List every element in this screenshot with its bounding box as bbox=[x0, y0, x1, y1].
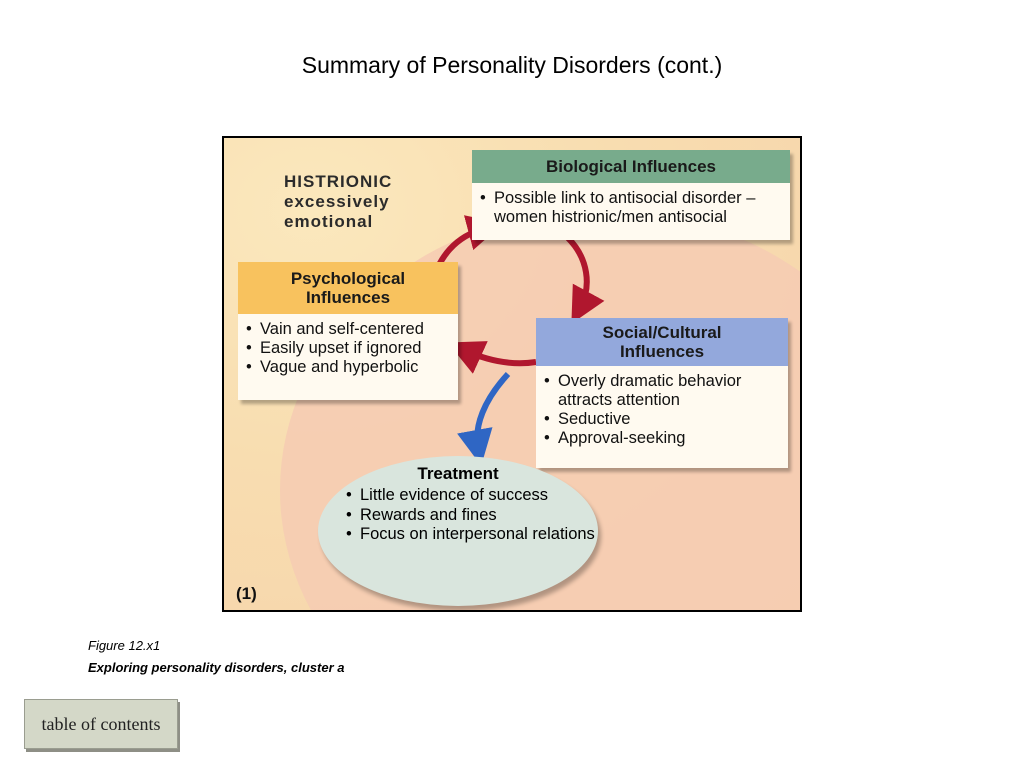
figure-title: Exploring personality disorders, cluster… bbox=[88, 660, 345, 675]
biological-item: Possible link to antisocial disorder – w… bbox=[480, 189, 784, 227]
arrow-bio-to-social bbox=[565, 235, 605, 324]
figure-label: Figure 12.x1 bbox=[88, 638, 161, 653]
disorder-label: HISTRIONIC excessively emotional bbox=[284, 172, 392, 232]
psychological-item: Vague and hyperbolic bbox=[246, 358, 452, 377]
social-header: Social/Cultural Influences bbox=[536, 318, 788, 366]
psychological-influences-box: Psychological Influences Vain and self-c… bbox=[238, 262, 458, 400]
social-item: Seductive bbox=[544, 410, 782, 429]
social-item: Approval-seeking bbox=[544, 429, 782, 448]
psychological-header-line2: Influences bbox=[305, 288, 391, 307]
psychological-header: Psychological Influences bbox=[238, 262, 458, 314]
treatment-ellipse: Treatment Little evidence of success Rew… bbox=[318, 456, 598, 606]
arrow-social-to-treatment bbox=[457, 371, 511, 466]
psychological-item: Vain and self-centered bbox=[246, 320, 452, 339]
disorder-desc-1: excessively bbox=[284, 192, 390, 211]
psychological-item: Easily upset if ignored bbox=[246, 339, 452, 358]
diagram-figure: HISTRIONIC excessively emotional Biologi… bbox=[222, 136, 802, 612]
psychological-header-line1: Psychological bbox=[290, 269, 406, 288]
social-header-line2: Influences bbox=[619, 342, 705, 361]
disorder-name: HISTRIONIC bbox=[284, 172, 393, 191]
slide-title: Summary of Personality Disorders (cont.) bbox=[301, 52, 723, 78]
treatment-header: Treatment bbox=[417, 464, 499, 483]
panel-number: (1) bbox=[236, 584, 257, 603]
arrow-social-to-psych bbox=[447, 341, 537, 374]
social-item: Overly dramatic behavior attracts attent… bbox=[544, 372, 782, 410]
biological-header: Biological Influences bbox=[472, 150, 790, 183]
biological-influences-box: Biological Influences Possible link to a… bbox=[472, 150, 790, 240]
table-of-contents-button[interactable]: table of contents bbox=[24, 699, 178, 749]
treatment-item: Little evidence of success bbox=[346, 486, 595, 506]
treatment-item: Focus on interpersonal relations bbox=[346, 525, 595, 545]
social-header-line1: Social/Cultural bbox=[602, 323, 722, 342]
disorder-desc-2: emotional bbox=[284, 212, 374, 231]
social-cultural-influences-box: Social/Cultural Influences Overly dramat… bbox=[536, 318, 788, 468]
treatment-item: Rewards and fines bbox=[346, 506, 595, 526]
